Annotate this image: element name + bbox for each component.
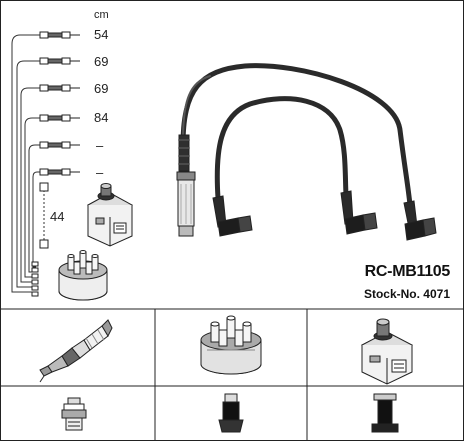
spark-plug-icon <box>39 319 113 383</box>
lead-length-4: 84 <box>94 110 109 125</box>
stock-number: Stock-No. 4071 <box>363 287 450 301</box>
lead-connectors <box>31 31 80 297</box>
lead-length-3: 69 <box>94 81 109 96</box>
product-code: RC-MB1105 <box>364 263 451 280</box>
plug-boot-1 <box>212 195 253 237</box>
unit-label: cm <box>94 9 109 21</box>
lead-connector-1 <box>39 31 80 39</box>
cap-terminal-icon <box>218 393 244 433</box>
lead-connector-3 <box>39 84 80 92</box>
coil-lead-length: 44 <box>50 209 65 224</box>
small-distributor-cap-icon <box>58 250 108 301</box>
wiring-schematic <box>11 34 45 293</box>
lead-length-1: 54 <box>94 27 109 42</box>
distributor-cap-icon <box>200 315 262 375</box>
coil-terminal-icon <box>371 393 399 433</box>
coil-lead-connector <box>39 182 49 249</box>
small-coil-icon <box>86 183 134 247</box>
lead-length-5: – <box>96 138 104 153</box>
lead-length-2: 69 <box>94 54 109 69</box>
lead-connector-5 <box>39 141 80 149</box>
plug-boot-3 <box>403 200 437 241</box>
lead-connector-4 <box>39 114 80 122</box>
plug-terminal-icon <box>61 397 87 431</box>
lead-length-6: – <box>96 165 104 180</box>
lead-connector-6 <box>39 168 80 176</box>
lead-connector-2 <box>39 57 80 65</box>
plug-boot-2 <box>340 190 378 235</box>
cap-pin-terminals <box>31 261 39 297</box>
ignition-coil-icon <box>360 318 414 385</box>
ignition-cable-set <box>180 63 413 208</box>
cap-terminal-boot <box>176 134 196 237</box>
